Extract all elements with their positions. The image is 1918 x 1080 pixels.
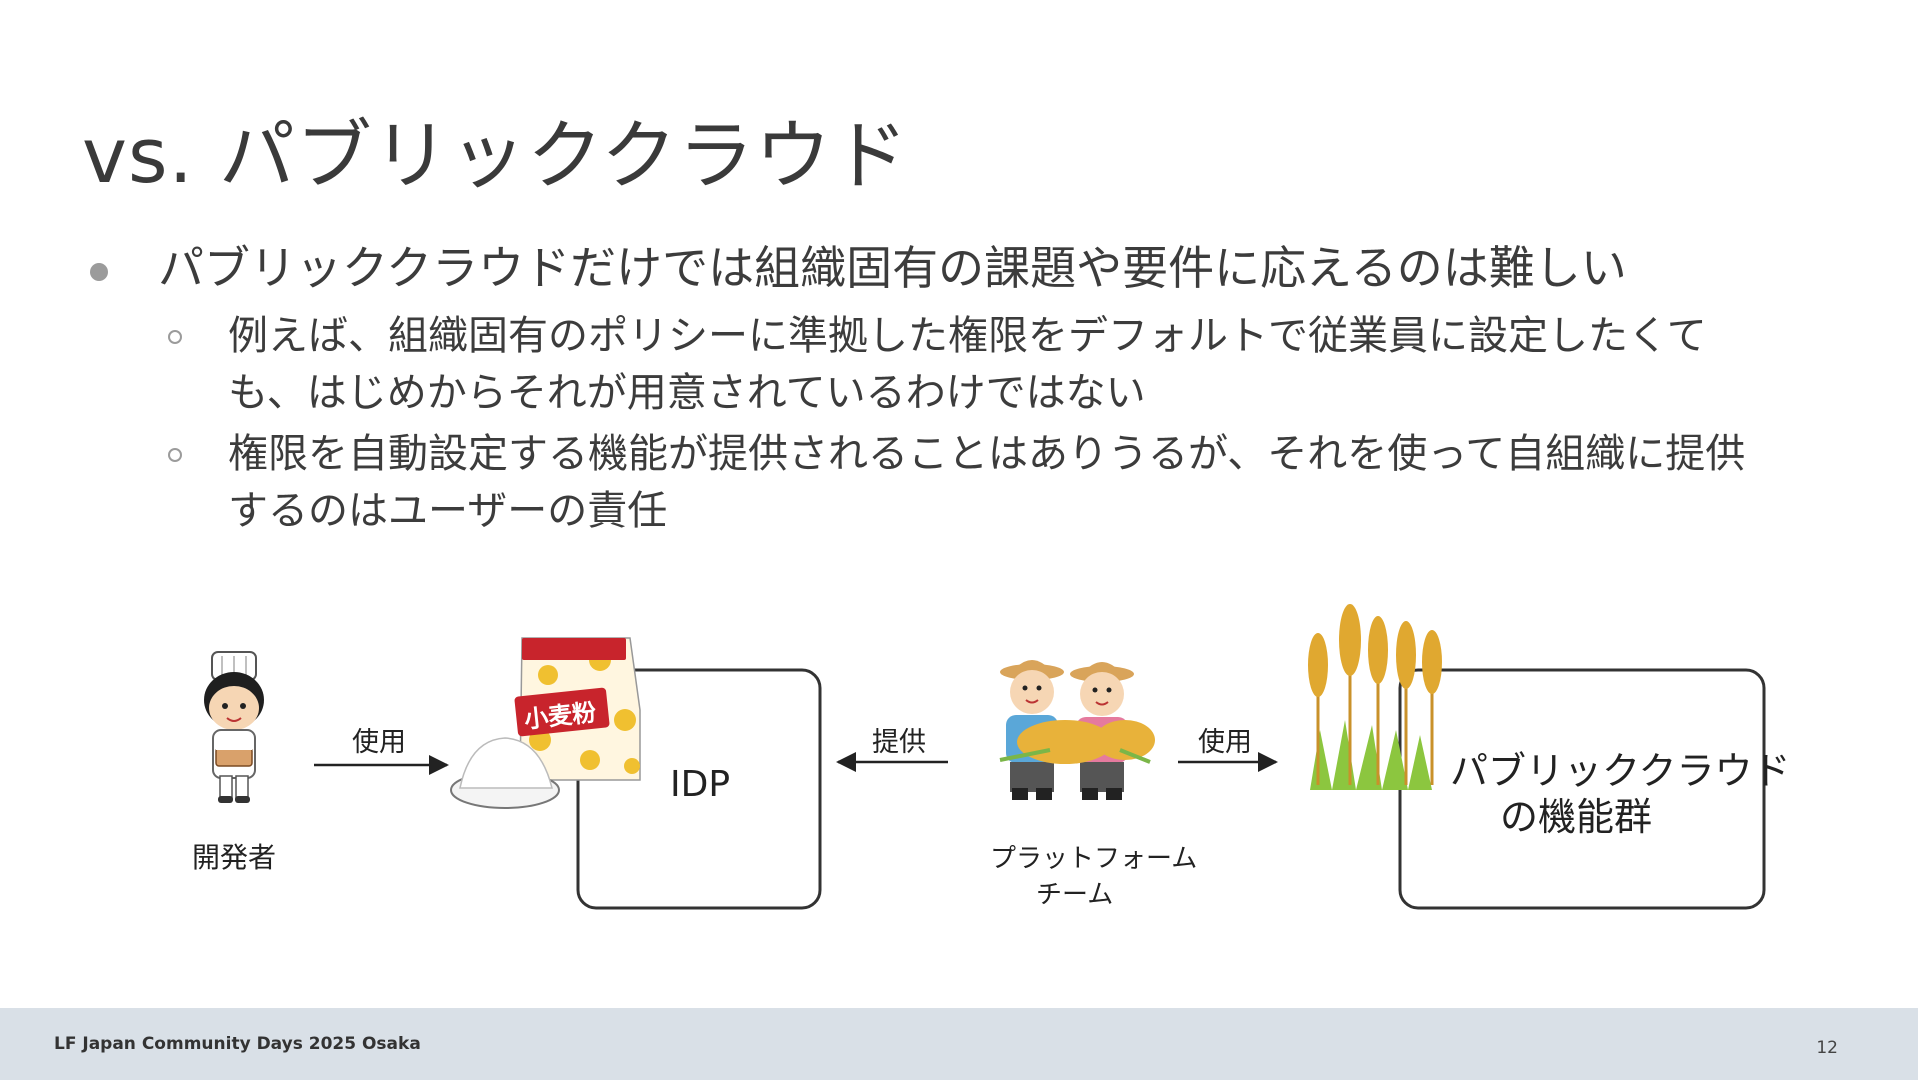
sub-bullet-text: 例えば、組織固有のポリシーに準拠した権限をデフォルトで従業員に設定したくて も、… xyxy=(228,308,1868,422)
use-label-1: 使用 xyxy=(352,720,406,759)
bullet-text: パブリッククラウドだけでは組織固有の課題や要件に応えるのは難しい xyxy=(158,236,1627,300)
diagram: 開発者 使用 小麦粉 IDP 提供 プラットフォーム チーム 使用 パブリックク… xyxy=(0,590,1918,930)
sub-bullet-circle xyxy=(168,330,182,344)
platform-team-label-line1: プラットフォーム xyxy=(990,838,1197,875)
footer-event-name: LF Japan Community Days 2025 Osaka xyxy=(54,1034,421,1054)
idp-label: IDP xyxy=(670,764,730,805)
sub-bullet-line: 権限を自動設定する機能が提供されることはありうるが、それを使って自組織に提供 xyxy=(228,426,1868,483)
sub-bullet-circle xyxy=(168,448,182,462)
bullet-dot xyxy=(90,263,108,281)
sub-bullet-line: 例えば、組織固有のポリシーに準拠した権限をデフォルトで従業員に設定したくて xyxy=(228,308,1868,365)
farmers-illustration xyxy=(1000,660,1155,800)
platform-team-label-line2: チーム xyxy=(1036,874,1113,911)
developer-label: 開発者 xyxy=(192,836,276,876)
use-label-2: 使用 xyxy=(1198,720,1252,759)
sub-bullet-text: 権限を自動設定する機能が提供されることはありうるが、それを使って自組織に提供 す… xyxy=(228,426,1868,540)
flour-bag-label: 小麦粉 xyxy=(522,692,597,734)
public-cloud-label-line2: の機能群 xyxy=(1500,786,1652,841)
slide-title: vs. パブリッククラウド xyxy=(82,118,909,194)
chef-illustration xyxy=(204,652,264,803)
provide-label: 提供 xyxy=(872,720,926,759)
wheat-illustration xyxy=(1308,604,1442,790)
page-number: 12 xyxy=(1816,1038,1838,1058)
sub-bullet-line: も、はじめからそれが用意されているわけではない xyxy=(228,365,1868,422)
footer: LF Japan Community Days 2025 Osaka 12 xyxy=(0,1008,1918,1080)
sub-bullet-line: するのはユーザーの責任 xyxy=(228,483,1868,540)
